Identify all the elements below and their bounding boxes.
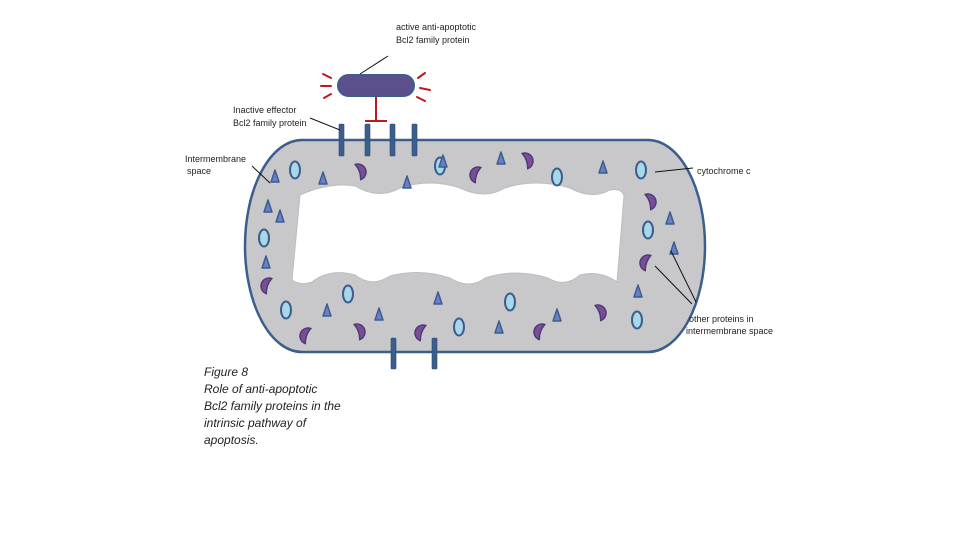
label-other-proteins-line1: other proteins in [689,314,754,324]
purple-protein [639,254,653,272]
triangle-protein [633,284,643,298]
caption-line-2: Role of anti-apoptotic [204,382,318,396]
cytochrome-c-oval [642,220,654,240]
caption-line-5: apoptosis. [204,433,259,447]
purple-protein [353,163,367,181]
cytochrome-c-oval [635,160,647,180]
label-other-proteins-line2: intermembrane space [686,326,773,336]
cytochrome-c-oval [504,292,516,312]
label-cytochrome-c: cytochrome c [697,166,751,176]
purple-protein [520,152,534,170]
purple-protein [593,304,607,322]
cytochrome-c-oval [280,300,292,320]
purple-proteins [260,152,657,345]
figure-caption: Figure 8 Role of anti-apoptotic Bcl2 fam… [204,364,374,449]
purple-protein [533,323,547,341]
triangle-protein [263,199,273,213]
triangle-protein [318,171,328,185]
bottom-channel-proteins [390,337,438,370]
triangle-protein [374,307,384,321]
purple-protein [643,193,657,211]
cytochrome-c-oval [453,317,465,337]
purple-protein [352,323,366,341]
triangle-protein [669,241,679,255]
inner-matrix [291,182,625,285]
cytochrome-c-oval [342,284,354,304]
label-intermembrane-line1: Intermembrane [185,154,246,164]
triangle-protein [665,211,675,225]
purple-protein [260,277,274,295]
triangle-protein [322,303,332,317]
inhibition-bar [365,97,387,122]
purple-protein [414,324,428,342]
triangle-protein [275,209,285,223]
caption-line-1: Figure 8 [204,365,249,379]
cytochrome-c-oval [258,228,270,248]
triangle-protein [438,154,448,168]
activity-marks [320,72,431,102]
triangle-protein [494,320,504,334]
cytochrome-c-oval [631,310,643,330]
label-active-protein-line1: active anti-apoptotic [396,22,477,32]
triangle-proteins [261,151,679,334]
pointer-lines [251,55,697,305]
caption-line-4: intrinsic pathway of [204,416,307,430]
triangle-protein [270,169,280,183]
bcl2-channel-proteins [338,123,418,157]
active-anti-apoptotic-protein [337,74,415,97]
cytochrome-c-oval [551,167,563,187]
cytochrome-c-ovals [258,156,654,337]
triangle-protein [261,255,271,269]
triangle-protein [402,175,412,189]
label-active-protein-line2: Bcl2 family protein [396,35,470,45]
purple-protein [299,327,313,345]
label-intermembrane-line2: space [187,166,211,176]
triangle-protein [552,308,562,322]
triangle-protein [433,291,443,305]
label-inactive-effector-line2: Bcl2 family protein [233,118,307,128]
triangle-protein [598,160,608,174]
purple-protein [469,166,483,184]
triangle-protein [496,151,506,165]
caption-line-3: Bcl2 family proteins in the [204,399,341,413]
cytochrome-c-oval [289,160,301,180]
label-inactive-effector-line1: Inactive effector [233,105,296,115]
